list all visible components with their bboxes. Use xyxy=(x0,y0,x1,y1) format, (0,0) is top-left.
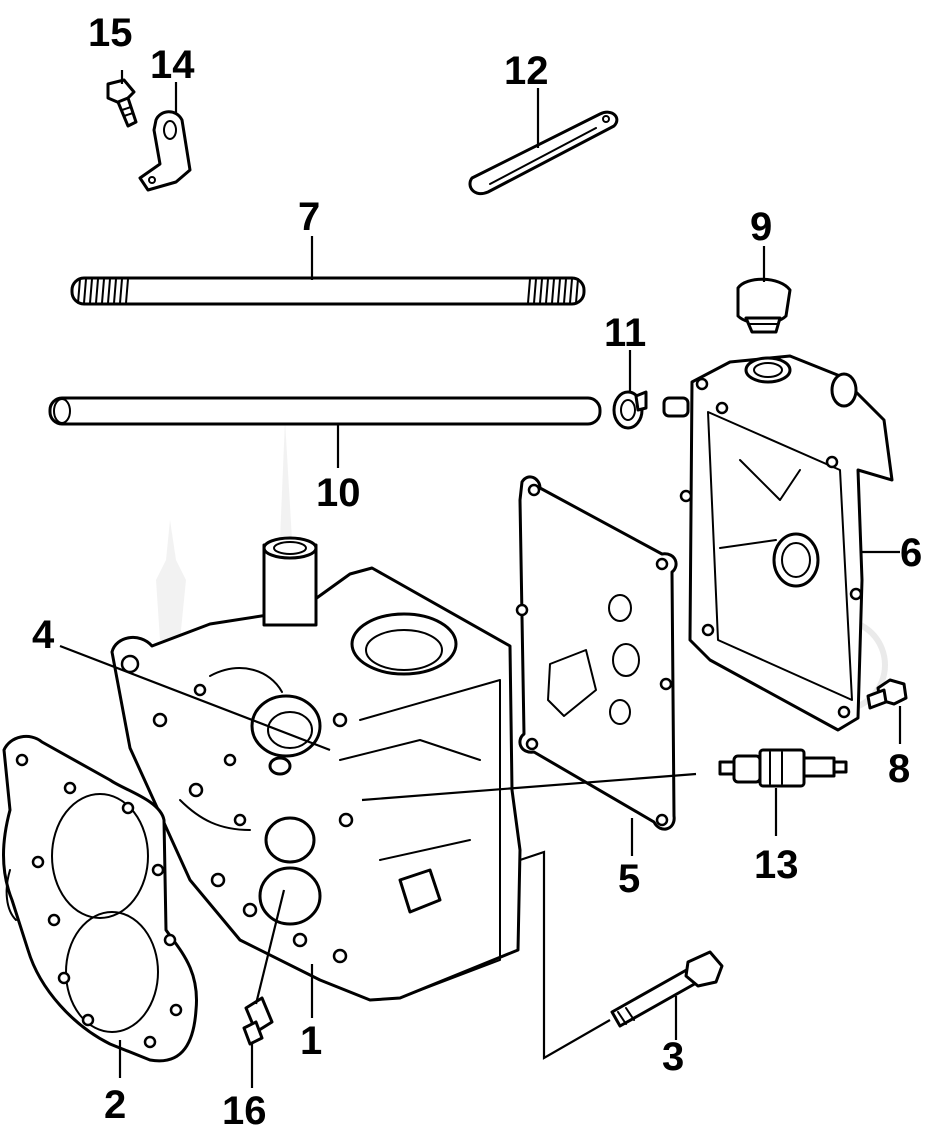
callout-1: 1 xyxy=(300,1019,322,1063)
callout-16: 16 xyxy=(222,1089,267,1133)
part-10-tube xyxy=(48,396,602,426)
callout-3: 3 xyxy=(662,1035,684,1079)
callout-6: 6 xyxy=(900,531,922,575)
callout-8: 8 xyxy=(888,747,910,791)
part-12-strap xyxy=(468,110,619,195)
callout-5: 5 xyxy=(618,857,640,901)
part-7-threaded-rod xyxy=(70,276,586,306)
part-1-cylinder-head xyxy=(110,536,522,1002)
part-16-sleeve xyxy=(242,996,274,1046)
callout-10: 10 xyxy=(316,471,361,515)
part-11-clamp xyxy=(612,390,648,430)
callout-2: 2 xyxy=(104,1083,126,1127)
part-2-head-gasket xyxy=(2,734,199,1063)
part-5-gasket xyxy=(515,475,678,831)
callout-11: 11 xyxy=(604,311,646,355)
part-13-spark-plug xyxy=(718,748,848,788)
callout-15: 15 xyxy=(88,11,133,55)
leader-lines xyxy=(59,70,902,1088)
callout-14: 14 xyxy=(150,43,195,87)
part-14-bracket xyxy=(138,110,192,192)
callout-4: 4 xyxy=(32,613,55,657)
part-15-bolt xyxy=(106,78,138,128)
callout-labels: 15 14 12 7 9 11 10 6 4 8 13 5 1 3 2 16 xyxy=(32,11,922,1133)
part-3-long-bolt xyxy=(610,950,724,1028)
callout-13: 13 xyxy=(754,843,799,887)
callout-7: 7 xyxy=(298,195,320,239)
callout-12: 12 xyxy=(504,49,549,93)
part-9-cap xyxy=(736,277,792,334)
part-6-cover xyxy=(662,354,894,732)
callout-9: 9 xyxy=(750,205,772,249)
part-8-bolt xyxy=(866,678,908,710)
